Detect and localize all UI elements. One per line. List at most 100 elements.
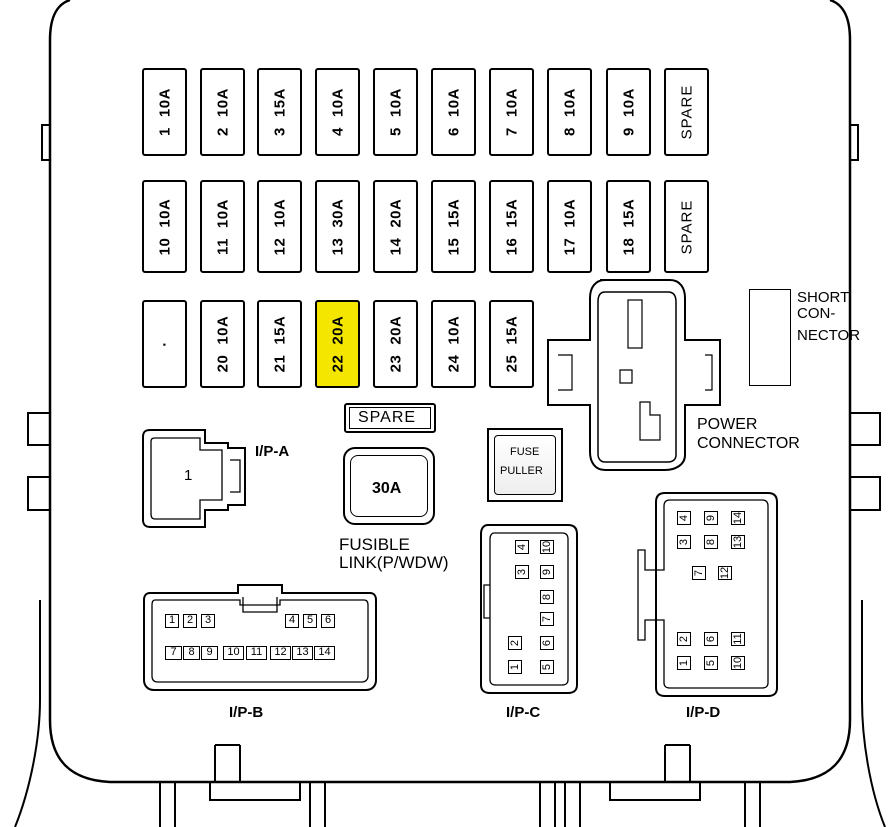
- fuse-amperage: 15A: [620, 198, 637, 228]
- fusible-link-label-1: FUSIBLE: [339, 535, 410, 554]
- connector-pin-number: 12: [719, 566, 731, 580]
- connector-pin-number: 8: [705, 538, 717, 546]
- fuse-spare-label: SPARE: [678, 199, 695, 254]
- fuse-number: 9: [620, 127, 637, 136]
- connector-pin-number: 3: [516, 568, 528, 576]
- fuse-puller: [487, 428, 563, 502]
- connector-pin: 1: [165, 614, 179, 628]
- fuse-18: 18 15A: [606, 180, 651, 273]
- fuse-18-label: 18 15A: [620, 198, 637, 255]
- fuse-number: 6: [445, 127, 462, 136]
- connector-pin-number: 11: [732, 633, 744, 645]
- fuse-15-label: 1515A: [445, 198, 462, 255]
- ipa-pin-1: 1: [184, 467, 193, 484]
- connector-pin: 1: [677, 656, 691, 670]
- connector-pin: 9: [704, 511, 718, 525]
- fuse-amperage: 10A: [387, 88, 404, 118]
- connector-pin: 12: [718, 566, 732, 580]
- ipb-label: I/P-B: [229, 704, 264, 721]
- connector-pin: 8: [183, 646, 200, 660]
- fuse-16-label: 16 15A: [503, 198, 520, 255]
- fuse-10-label: 1010A: [156, 198, 173, 255]
- fuse-23: 2320A: [373, 300, 418, 388]
- fuse-17-label: 1710A: [561, 198, 578, 255]
- connector-pin: 6: [540, 636, 554, 650]
- power-connector-label-2: CONNECTOR: [697, 435, 800, 452]
- connector-pin-number: 13: [732, 535, 744, 549]
- fuse-21-label: 2115A: [271, 316, 288, 373]
- fuse-number: 18: [620, 237, 637, 255]
- fuse-amperage: 10A: [214, 198, 231, 228]
- fuse-1: 110A: [142, 68, 187, 156]
- short-connector: [749, 289, 791, 386]
- connector-pin: 7: [165, 646, 182, 660]
- connector-pin: 4: [285, 614, 299, 628]
- connector-pin: 2: [677, 632, 691, 646]
- connector-pin-number: 7: [693, 569, 705, 577]
- connector-pin: 12: [270, 646, 291, 660]
- fuse-13: 1330A: [315, 180, 360, 273]
- fuse-25: 2515A: [489, 300, 534, 388]
- fuse-number: 16: [503, 237, 520, 255]
- ipa-label: I/P-A: [255, 443, 290, 460]
- spare-label-inner: [349, 407, 431, 429]
- fuse-amperage: 10A: [620, 88, 637, 118]
- connector-pin: 9: [540, 565, 554, 579]
- fuse-number: 2: [214, 127, 231, 136]
- fuse-24-label: 2410A: [445, 316, 462, 373]
- fuse-amperage: 15A: [445, 198, 462, 228]
- connector-pin: 3: [677, 535, 691, 549]
- fuse-amperage: 10A: [214, 315, 231, 345]
- power-connector-label-1: POWER: [697, 416, 758, 433]
- fuse-12: 1210A: [257, 180, 302, 273]
- fusible-link-inner: [350, 455, 428, 517]
- fuse-11: 1110A: [200, 180, 245, 273]
- connector-pin-number: 5: [705, 659, 717, 667]
- connector-pin-number: 4: [516, 543, 528, 551]
- fuse-number: 17: [561, 237, 578, 255]
- connector-pin: 14: [731, 511, 745, 525]
- fuse-number: 25: [503, 354, 520, 373]
- connector-pin-number: 2: [509, 639, 521, 647]
- fuse-amperage: 20A: [329, 315, 346, 345]
- connector-pin: 8: [540, 590, 554, 604]
- fusible-link-label-2: LINK(P/WDW): [339, 553, 449, 572]
- short-connector-label-1: SHORT: [797, 289, 850, 306]
- connector-pin: 11: [246, 646, 267, 660]
- fuse-17: 1710A: [547, 180, 592, 273]
- fuse-9-label: 9 10A: [620, 88, 637, 136]
- connector-pin: 5: [303, 614, 317, 628]
- fuse-number: 14: [387, 237, 404, 255]
- connector-pin: 4: [677, 511, 691, 525]
- fuse-number: 1: [156, 127, 173, 136]
- fuse-25-label: 2515A: [503, 316, 520, 373]
- fuse-2: 210A: [200, 68, 245, 156]
- fuse-5-label: 510A: [387, 88, 404, 136]
- connector-pin: 4: [515, 540, 529, 554]
- fuse-amperage: 10A: [156, 198, 173, 228]
- fuse-amperage: 15A: [503, 198, 520, 228]
- fuse-5: 510A: [373, 68, 418, 156]
- fuse-amperage: 10A: [503, 88, 520, 118]
- connector-pin: 13: [731, 535, 745, 549]
- fuse-13-label: 1330A: [329, 198, 346, 255]
- fuse-11-label: 1110A: [214, 199, 231, 255]
- fuse-14: 1420A: [373, 180, 418, 273]
- fuse-8-label: 810A: [561, 88, 578, 136]
- fuse-number: 13: [329, 237, 346, 255]
- short-connector-label-3: NECTOR: [797, 327, 861, 344]
- connector-pin-number: 5: [541, 663, 553, 671]
- fuse-amperage: 10A: [445, 315, 462, 345]
- fuse-puller-label-1: FUSE: [510, 446, 540, 458]
- connector-pin: 5: [540, 660, 554, 674]
- fuse-14-label: 1420A: [387, 198, 404, 255]
- connector-pin: 3: [515, 565, 529, 579]
- fuse-puller-label-2: PULLER: [500, 465, 543, 477]
- connector-pin-number: 4: [678, 514, 690, 522]
- spare-label-text: SPARE: [358, 409, 417, 426]
- connector-pin: 10: [731, 656, 745, 670]
- fuse-2-label: 210A: [214, 88, 231, 136]
- fuse-amperage: 15A: [503, 315, 520, 345]
- connector-pin-number: 6: [705, 635, 717, 643]
- connector-pin: 6: [704, 632, 718, 646]
